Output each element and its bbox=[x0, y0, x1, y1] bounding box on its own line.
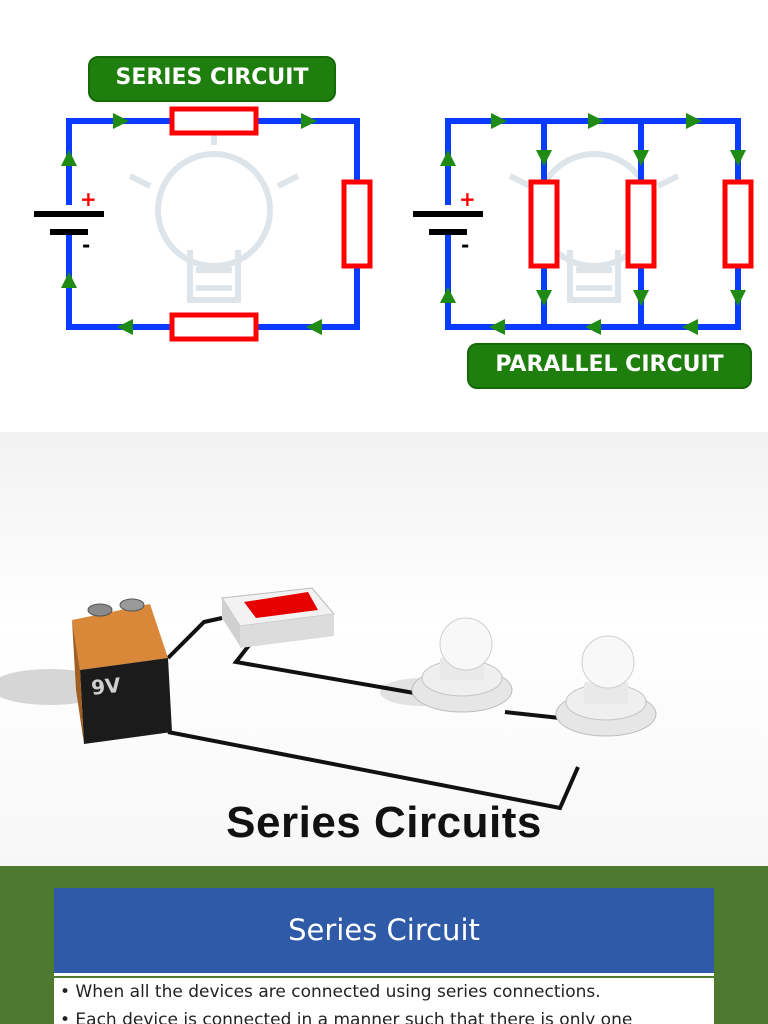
series-resistor-top bbox=[169, 106, 259, 136]
parallel-arrows bbox=[440, 113, 746, 335]
series-resistor-right bbox=[341, 179, 373, 269]
illustration-heading: Series Circuits bbox=[226, 798, 542, 847]
bulb-watermark-icon bbox=[128, 130, 300, 303]
series-circuit-illustration: 9V Series Circuits bbox=[0, 432, 768, 866]
parallel-minus-sign: - bbox=[461, 233, 469, 257]
circuit-diagrams: + - + - bbox=[34, 106, 754, 342]
series-circuit-render: 9V bbox=[0, 587, 657, 811]
parallel-resistor-3 bbox=[722, 179, 754, 269]
slide-panel: Series Circuit • When all the devices ar… bbox=[0, 866, 768, 1024]
parallel-resistor-1 bbox=[528, 179, 560, 269]
wires bbox=[166, 616, 580, 811]
switch-icon bbox=[221, 587, 335, 648]
series-arrows bbox=[61, 113, 322, 335]
parallel-plus-sign: + bbox=[459, 187, 476, 211]
slide-title-bar: Series Circuit bbox=[54, 888, 714, 976]
series-plus-sign: + bbox=[80, 187, 97, 211]
bulb-icon bbox=[555, 635, 657, 737]
battery-symbol bbox=[34, 211, 104, 235]
slide-body: • When all the devices are connected usi… bbox=[54, 978, 714, 1024]
circuit-diagram-panel: + - + - SERIES CIRCUIT PARALLEL CIRCUIT bbox=[0, 0, 768, 432]
parallel-circuit bbox=[413, 113, 754, 335]
series-resistor-bottom bbox=[169, 312, 259, 342]
bulb-icon bbox=[411, 617, 513, 713]
series-circuit-label: SERIES CIRCUIT bbox=[88, 56, 336, 102]
series-minus-sign: - bbox=[82, 233, 90, 257]
battery-label: 9V bbox=[90, 673, 122, 700]
parallel-circuit-label: PARALLEL CIRCUIT bbox=[467, 343, 752, 389]
battery-icon: 9V bbox=[72, 598, 172, 744]
series-circuit bbox=[34, 106, 373, 342]
battery-symbol bbox=[413, 211, 483, 235]
slide-title: Series Circuit bbox=[288, 913, 480, 947]
parallel-resistor-2 bbox=[625, 179, 657, 269]
bullet-item: • When all the devices are connected usi… bbox=[60, 982, 601, 1002]
bullet-item: • Each device is connected in a manner s… bbox=[60, 1010, 633, 1024]
